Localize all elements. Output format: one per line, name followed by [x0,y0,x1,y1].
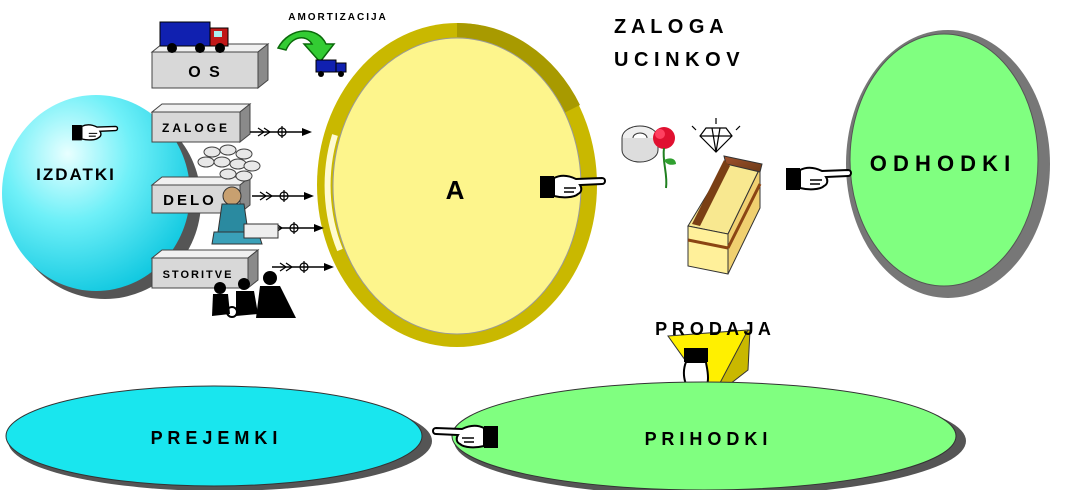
cake-slice-icon [688,156,762,274]
storitve-label: STORITVE [163,269,234,281]
small-truck-icon [316,60,346,77]
amortizacija-label: AMORTIZACIJA [288,12,388,23]
diamond-icon [692,118,740,152]
prejemki-label: P R E J E M K I [151,428,278,448]
odhodki-label: O D H O D K I [870,151,1011,176]
zaloge-label: ZALOGE [162,121,230,135]
curved-arrow-icon [278,31,334,62]
prihodki-label: P R I H O D K I [645,429,768,449]
arrow-storitve [272,261,334,273]
arrow-zaloge [250,126,312,138]
prodaja-label: P R O D A J A [655,319,771,339]
a-label: A [446,175,465,205]
pointing-hand-icon [433,426,498,448]
zaloga-label-line1: Z A L O G A [614,16,724,38]
tape-roll-icon [622,126,658,162]
rose-icon [653,127,676,188]
zaloga-label-line2: U C I N K O V [614,49,740,71]
os-label: O S [188,64,222,81]
coins-icon [198,145,260,181]
izdatki-label: IZDATKI [36,165,116,184]
pointing-hand-icon [786,168,851,190]
delo-label: DELO [163,192,217,209]
arrow-delo [252,190,314,202]
